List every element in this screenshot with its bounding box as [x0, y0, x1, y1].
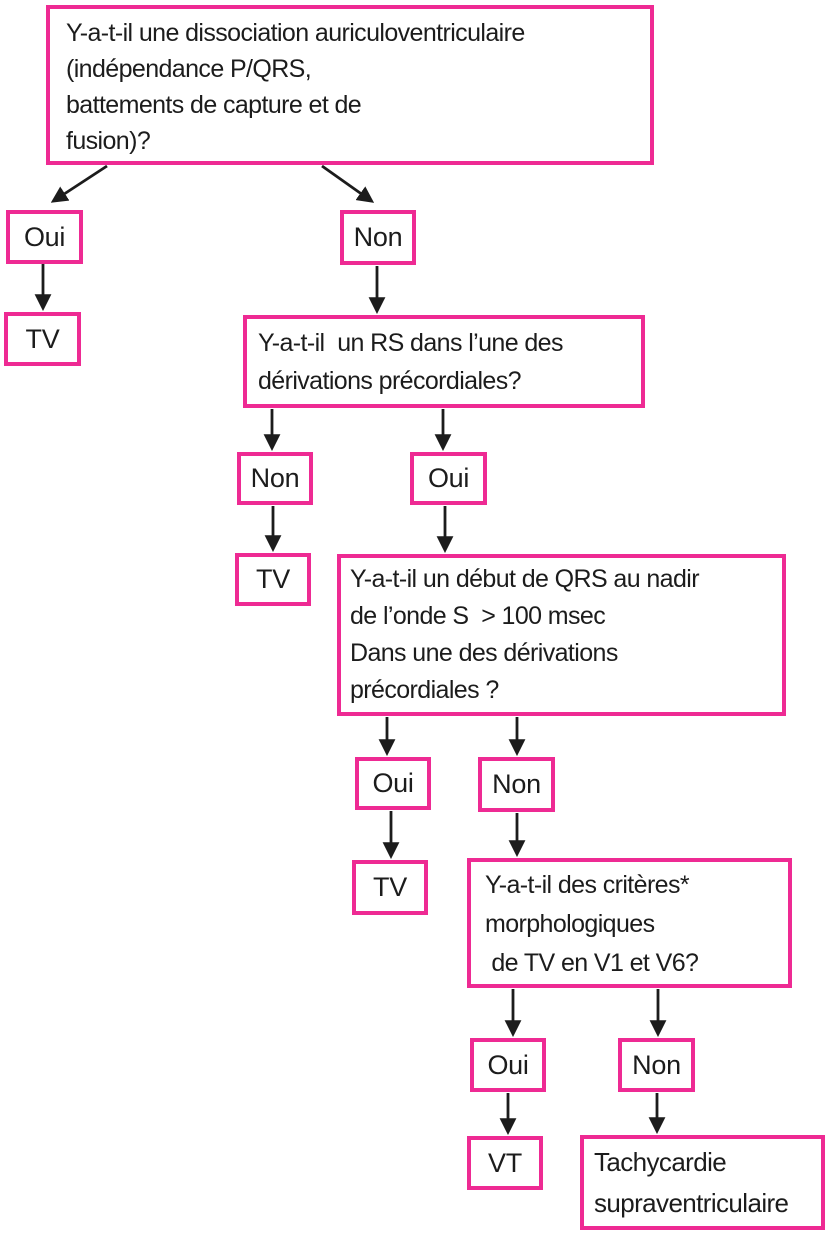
result-tachycardie-supraventriculaire: Tachycardie supraventriculaire — [580, 1135, 825, 1230]
question-av-dissociation: Y-a-t-il une dissociation auriculoventri… — [46, 5, 654, 165]
result-tv-1: TV — [4, 312, 81, 366]
result-vt: VT — [467, 1136, 543, 1190]
arrow-q1-to-oui — [50, 164, 108, 203]
answer-oui-2: Oui — [410, 452, 487, 505]
arrow-q1-to-non — [321, 164, 375, 203]
question-rs-precordiales: Y-a-t-il un RS dans l’une des dérivation… — [243, 315, 645, 408]
result-tv-2: TV — [235, 553, 311, 606]
answer-non-2: Non — [237, 452, 313, 505]
question-criteres-morphologiques: Y-a-t-il des critères* morphologiques de… — [467, 858, 792, 988]
question-qrs-nadir: Y-a-t-il un début de QRS au nadir de l’o… — [337, 554, 786, 716]
answer-oui-1: Oui — [6, 210, 83, 264]
answer-oui-4: Oui — [470, 1038, 546, 1092]
result-tv-3: TV — [352, 860, 428, 915]
answer-oui-3: Oui — [355, 757, 431, 810]
answer-non-1: Non — [340, 210, 416, 265]
answer-non-3: Non — [478, 757, 555, 812]
answer-non-4: Non — [618, 1038, 695, 1092]
